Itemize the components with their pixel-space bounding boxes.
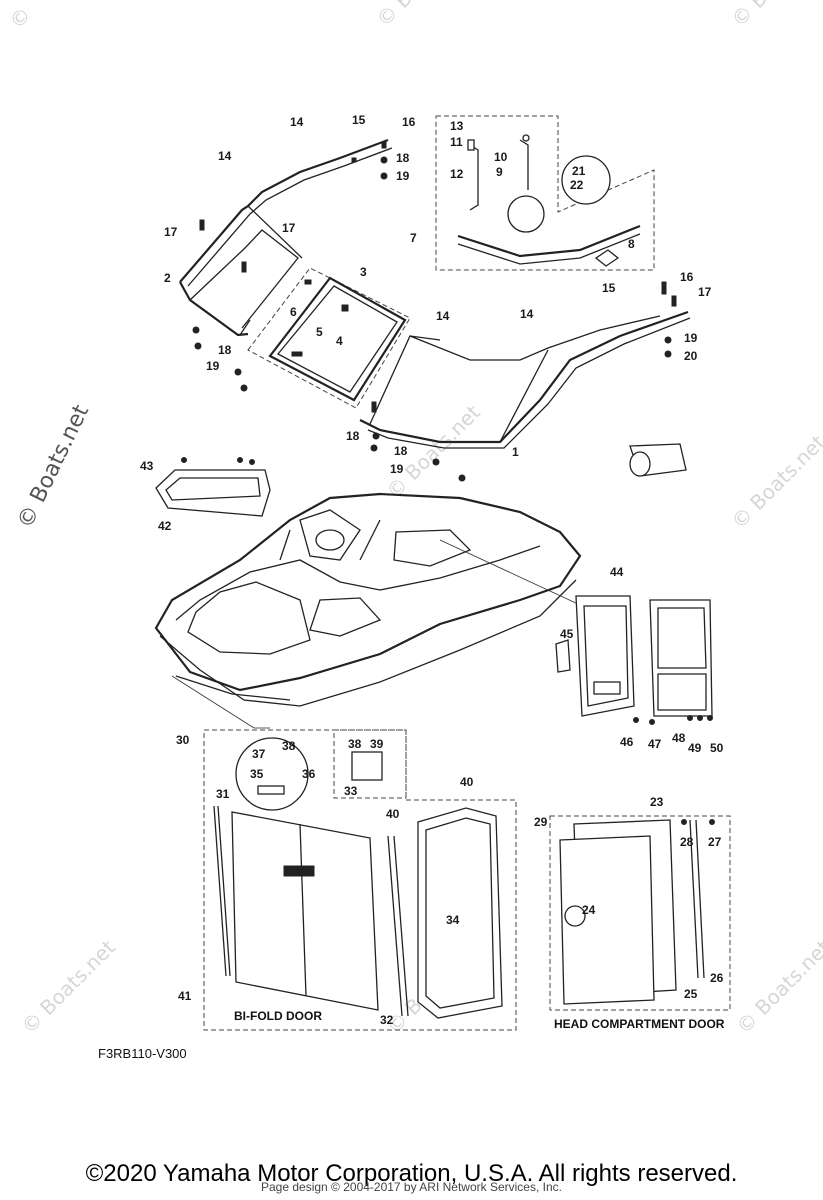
callout-39: 40 xyxy=(386,807,400,821)
svg-text:© Boats.net: © Boats.net xyxy=(727,430,823,533)
callout-38a: 38 xyxy=(282,739,296,753)
callout-19d: 20 xyxy=(684,349,698,363)
callout-40a: 40 xyxy=(460,775,474,789)
caption-head-compartment-door: HEAD COMPARTMENT DOOR xyxy=(554,1017,725,1031)
callout-22: 23 xyxy=(650,795,664,809)
bi-fold-door-group xyxy=(203,729,517,1031)
callout-28: 29 xyxy=(534,815,548,829)
watermark-boats-net: © Boats.net xyxy=(13,401,94,533)
callout-13: 13 xyxy=(450,119,464,133)
boat-hull xyxy=(154,492,582,707)
callout-46: 47 xyxy=(648,737,662,751)
head-compartment-door-group xyxy=(549,815,731,1011)
callout-14c: 14 xyxy=(436,309,450,323)
callout-15a: 15 xyxy=(352,113,366,127)
callout-8: 8 xyxy=(628,237,635,251)
callout-14d: 14 xyxy=(520,307,534,321)
callout-24: 25 xyxy=(684,987,698,1001)
callout-9: 9 xyxy=(496,165,503,179)
callout-10: 10 xyxy=(494,150,508,164)
callout-40b: 41 xyxy=(178,989,192,1003)
svg-text:© Boats.net: © Boats.net xyxy=(17,935,120,1038)
callout-7: 7 xyxy=(410,231,417,245)
callout-37: 38 xyxy=(348,737,362,751)
callout-30: 31 xyxy=(216,787,230,801)
page-design-credit: Page design © 2004-2017 by ARI Network S… xyxy=(260,1180,562,1194)
callout-1: 1 xyxy=(512,445,519,459)
callout-48: 49 xyxy=(688,741,702,755)
faint-watermarks: © © B © B © Boats.net © Boats.net © Boat… xyxy=(5,0,823,1039)
callout-49: 50 xyxy=(710,741,724,755)
callout-17a: 17 xyxy=(164,225,178,239)
callout-45: 46 xyxy=(620,735,634,749)
storage-tray xyxy=(155,457,271,517)
callout-26: 27 xyxy=(708,835,722,849)
leader-lines xyxy=(171,539,579,729)
svg-text:© B: © B xyxy=(727,0,772,32)
callout-12: 12 xyxy=(450,167,464,181)
callout-18b: 18 xyxy=(218,343,232,357)
callout-5: 5 xyxy=(316,325,323,339)
caption-bi-fold-door: BI-FOLD DOOR xyxy=(234,1009,322,1023)
callout-44: 45 xyxy=(560,627,574,641)
callout-47: 48 xyxy=(672,731,686,745)
callout-15b: 16 xyxy=(680,270,694,284)
diagram-code: F3RB110-V300 xyxy=(98,1046,187,1061)
callout-34: 35 xyxy=(250,767,264,781)
windshield-right-frame xyxy=(359,310,691,449)
callout-41: 42 xyxy=(158,519,172,533)
svg-text:© B: © B xyxy=(372,0,417,32)
windshield-fasteners xyxy=(192,141,677,482)
callout-20: 21 xyxy=(572,164,586,178)
callout-labels: 1 2 3 4 5 6 7 8 9 10 11 12 13 14 14 14 1… xyxy=(140,113,724,1027)
svg-text:© Boats.net: © Boats.net xyxy=(732,935,823,1038)
callout-23: 24 xyxy=(582,903,596,917)
windshield-center-door-frame xyxy=(247,267,411,409)
copyright-notice: ©2020 Yamaha Motor Corporation, U.S.A. A… xyxy=(85,1160,738,1187)
callout-11: 11 xyxy=(450,135,463,149)
mirror xyxy=(629,443,687,477)
callout-2: 2 xyxy=(164,271,171,285)
callout-43: 44 xyxy=(610,565,624,579)
windshield-left-frame xyxy=(179,138,393,337)
callout-31: 32 xyxy=(380,1013,394,1027)
callout-17b: 17 xyxy=(282,221,296,235)
callout-19a: 19 xyxy=(396,169,410,183)
callout-14e: 15 xyxy=(602,281,616,295)
callout-4: 4 xyxy=(336,334,343,348)
callout-6: 6 xyxy=(290,305,297,319)
callout-18c: 18 xyxy=(394,444,408,458)
callout-14a: 14 xyxy=(290,115,304,129)
callout-18d: 19 xyxy=(684,331,698,345)
callout-14b: 14 xyxy=(218,149,232,163)
callout-19c: 19 xyxy=(390,462,404,476)
callout-19b: 19 xyxy=(206,359,220,373)
callout-42: 43 xyxy=(140,459,154,473)
callout-35: 36 xyxy=(302,767,316,781)
grab-rail-detail-box xyxy=(435,115,655,271)
callout-33: 34 xyxy=(446,913,460,927)
callout-21: 22 xyxy=(570,178,584,192)
callout-27: 28 xyxy=(680,835,694,849)
svg-text:©: © xyxy=(5,2,36,33)
callout-25: 26 xyxy=(710,971,724,985)
callout-3: 3 xyxy=(360,265,367,279)
callout-29: 30 xyxy=(176,733,190,747)
callout-16a: 16 xyxy=(402,115,416,129)
callout-36: 37 xyxy=(252,747,266,761)
callout-18a: 18 xyxy=(396,151,410,165)
compartment-assembly xyxy=(555,595,713,725)
callout-38b: 39 xyxy=(370,737,384,751)
callout-32: 33 xyxy=(344,784,358,798)
callout-17c: 18 xyxy=(346,429,360,443)
callout-16b: 17 xyxy=(698,285,712,299)
